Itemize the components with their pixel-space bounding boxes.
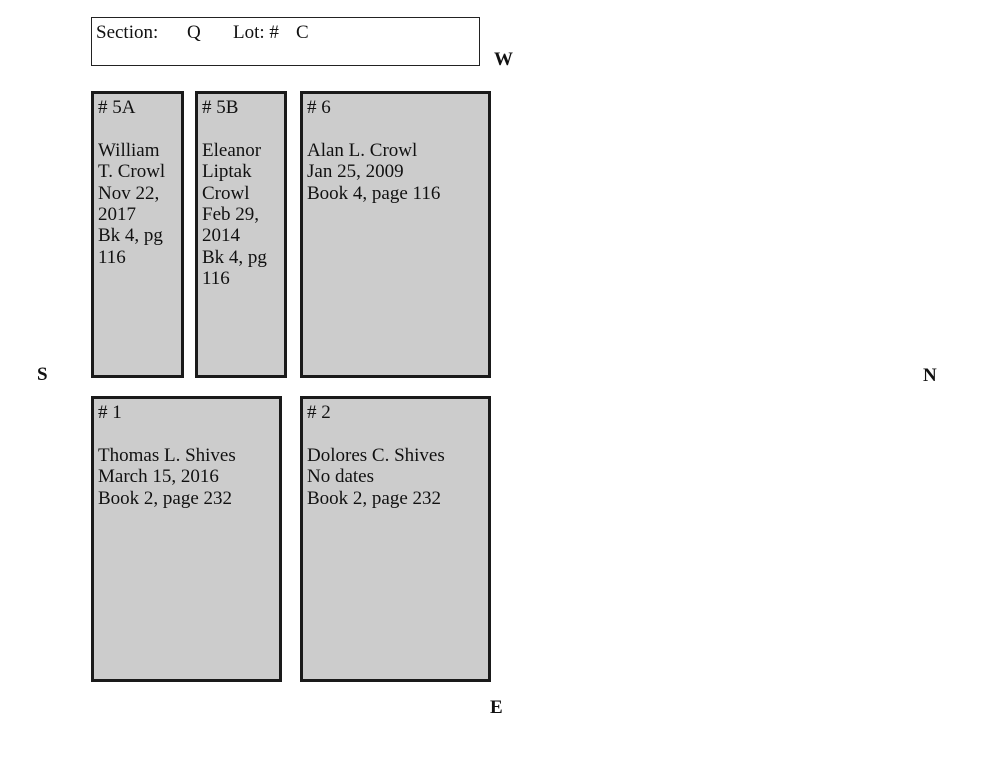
plot-6: # 6 Alan L. Crowl Jan 25, 2009 Book 4, p… [300,91,491,378]
plot-5b: # 5B Eleanor Liptak Crowl Feb 29, 2014 B… [195,91,287,378]
plot-date-line: Feb 29, [202,204,259,226]
compass-north-label: N [923,365,937,386]
plot-name-line: Crowl [202,182,250,204]
plot-book-line: Book 2, page 232 [307,487,442,509]
plot-name-line: William [98,139,160,161]
section-lot-header: Section: Q Lot: # C [91,17,480,66]
plot-date-line: March 15, 2016 [98,466,219,488]
plot-number: # 2 [307,402,331,423]
compass-east-label: E [490,697,503,718]
plot-1: # 1 Thomas L. Shives March 15, 2016 Book… [91,396,282,682]
plot-book-line: 116 [202,268,230,290]
plot-name-line: Thomas L. Shives [98,444,236,466]
plot-name-line: Eleanor [202,139,262,161]
plot-book-line: Book 4, page 116 [307,182,441,204]
plot-2: # 2 Dolores C. Shives No dates Book 2, p… [300,396,491,682]
plot-date-line: Nov 22, [98,182,160,204]
plot-number: # 1 [98,402,122,423]
compass-west-label: W [494,49,513,70]
section-label: Section: [96,22,159,43]
lot-value: C [296,22,309,43]
section-value: Q [187,22,201,43]
plot-name-line: Liptak [202,161,252,183]
plot-number: # 5A [98,97,136,118]
plot-name-line: Dolores C. Shives [307,444,445,466]
plot-number: # 6 [307,97,331,118]
plot-book-line: Book 2, page 232 [98,487,233,509]
lot-label: Lot: # [233,22,279,43]
plot-date-line: 2014 [202,225,240,247]
plot-5a: # 5A William T. Crowl Nov 22, 2017 Bk 4,… [91,91,184,378]
plot-name-line: Alan L. Crowl [307,139,418,161]
plot-date-line: 2017 [98,204,136,226]
plot-number: # 5B [202,97,239,118]
plot-book-line: Bk 4, pg [202,246,267,268]
plot-book-line: Bk 4, pg [98,225,163,247]
plot-book-line: 116 [98,246,126,268]
plot-date-line: Jan 25, 2009 [307,161,404,183]
compass-south-label: S [37,364,48,385]
plot-date-line: No dates [307,466,375,488]
plot-name-line: T. Crowl [98,161,166,183]
